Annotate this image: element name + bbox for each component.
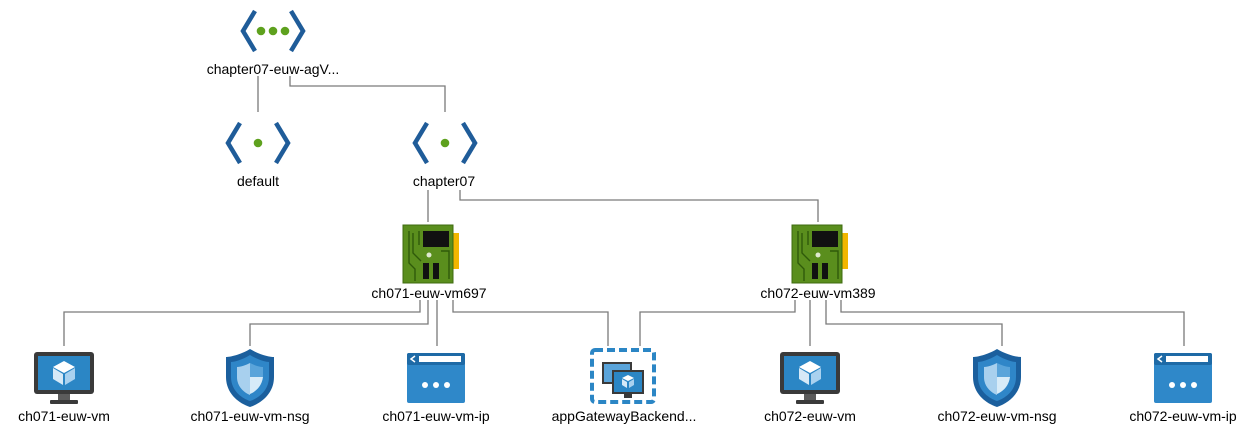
subnet-default-label: default [237,173,279,189]
edge-nic1-nsg1 [249,300,429,346]
ip1-label: ch071-euw-vm-ip [382,408,490,424]
nic1-node[interactable]: ch071-euw-vm697 [371,224,487,301]
vnet-node[interactable]: chapter07-euw-agV... [207,11,340,77]
nic2-node[interactable]: ch072-euw-vm389 [760,224,876,301]
subnet-chapter07-node[interactable]: chapter07 [413,123,475,189]
vnet-label: chapter07-euw-agV... [207,61,340,77]
ip1-node[interactable]: ch071-euw-vm-ip [382,352,490,424]
network-interface-icon [402,224,460,284]
nsg2-label: ch072-euw-vm-nsg [937,408,1056,424]
edges [63,76,1185,346]
ip2-label: ch072-euw-vm-ip [1129,408,1237,424]
nsg1-label: ch071-euw-vm-nsg [190,408,309,424]
nsg1-node[interactable]: ch071-euw-vm-nsg [190,349,310,424]
subnet-default-node[interactable]: default [228,123,288,189]
nic1-label: ch071-euw-vm697 [371,285,486,301]
vm2-label: ch072-euw-vm [764,408,856,424]
backend-pool-icon [590,348,656,404]
public-ip-icon [406,352,466,404]
public-ip-icon [1153,352,1213,404]
vm2-node[interactable]: ch072-euw-vm [764,352,856,424]
edge-nic2-ip2 [840,300,1185,346]
backend-pool-label: appGatewayBackend... [552,408,697,424]
edge-nic1-pool [452,300,609,346]
edge-chapter07-nic2 [459,190,819,222]
network-interface-icon [791,224,849,284]
subnet-chapter07-label: chapter07 [413,173,475,189]
virtual-machine-icon [34,352,94,404]
edge-nic1-vm1 [63,300,421,346]
subnet-icon [228,123,288,163]
edge-nic2-pool [639,300,796,346]
vm1-label: ch071-euw-vm [18,408,110,424]
ip2-node[interactable]: ch072-euw-vm-ip [1129,352,1237,424]
edge-nic2-nsg2 [825,300,1003,346]
virtual-machine-icon [780,352,840,404]
subnet-icon [415,123,475,163]
edge-vnet-chapter07 [289,76,446,112]
backend-pool-node[interactable]: appGatewayBackend... [552,348,697,424]
network-security-group-icon [226,349,274,407]
nsg2-node[interactable]: ch072-euw-vm-nsg [937,349,1057,424]
vm1-node[interactable]: ch071-euw-vm [18,352,110,424]
network-security-group-icon [973,349,1021,407]
virtual-network-icon [243,11,303,51]
nic2-label: ch072-euw-vm389 [760,285,875,301]
